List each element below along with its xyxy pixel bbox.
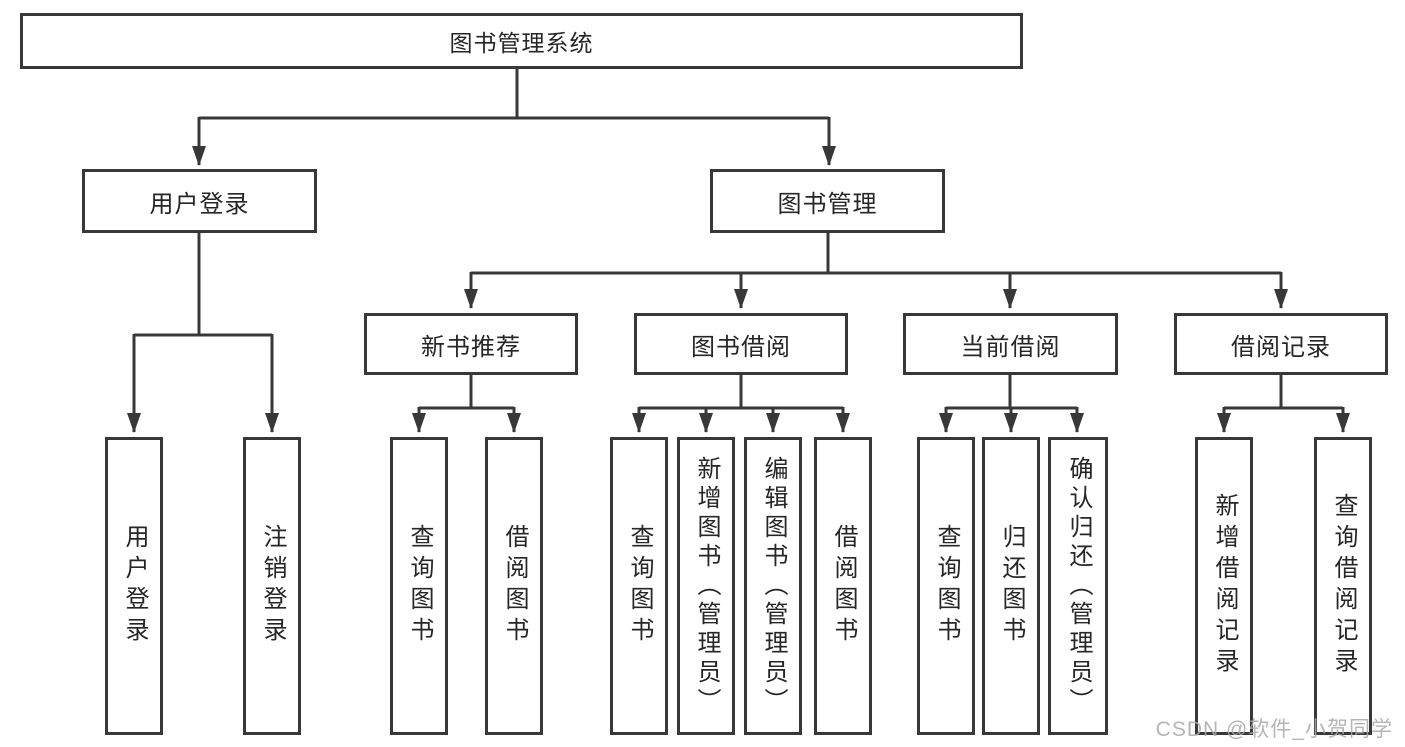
leaf-edit-book-admin-label: 编辑图书（管理员）: [760, 455, 787, 717]
node-current-borrowing: 当前借阅: [903, 313, 1118, 375]
leaf-borrow-books-recommend-label: 借阅图书: [501, 524, 528, 648]
node-user-login: 用户登录: [82, 169, 317, 233]
node-new-book-recommendation: 新书推荐: [364, 313, 578, 375]
leaf-query-books-recommend: 查询图书: [390, 437, 448, 735]
leaf-return-book-label: 归还图书: [998, 524, 1025, 648]
leaf-borrow-books-recommend: 借阅图书: [485, 437, 543, 735]
leaf-add-borrow-record: 新增借阅记录: [1195, 437, 1253, 735]
leaf-borrow-books: 借阅图书: [814, 437, 872, 735]
leaf-add-borrow-record-label: 新增借阅记录: [1211, 493, 1238, 679]
leaf-query-books-borrow-label: 查询图书: [626, 524, 653, 648]
leaf-add-book-admin: 新增图书（管理员）: [677, 437, 735, 735]
leaf-query-books-current: 查询图书: [917, 437, 975, 735]
node-borrowing-records: 借阅记录: [1174, 313, 1388, 375]
leaf-user-login: 用户登录: [105, 437, 163, 735]
leaf-borrow-books-label: 借阅图书: [830, 524, 857, 648]
leaf-confirm-return-admin: 确认归还（管理员）: [1048, 437, 1108, 735]
leaf-add-book-admin-label: 新增图书（管理员）: [693, 455, 720, 717]
leaf-query-books-current-label: 查询图书: [933, 524, 960, 648]
leaf-edit-book-admin: 编辑图书（管理员）: [744, 437, 802, 735]
leaf-query-books-borrow: 查询图书: [610, 437, 668, 735]
node-book-management: 图书管理: [710, 169, 945, 233]
leaf-query-books-recommend-label: 查询图书: [406, 524, 433, 648]
leaf-return-book: 归还图书: [982, 437, 1040, 735]
leaf-confirm-return-admin-label: 确认归还（管理员）: [1065, 455, 1092, 717]
leaf-logout: 注销登录: [243, 437, 301, 735]
leaf-query-borrow-record: 查询借阅记录: [1314, 437, 1372, 735]
node-book-borrowing: 图书借阅: [634, 313, 848, 375]
leaf-logout-label: 注销登录: [259, 524, 286, 648]
node-library-management-system: 图书管理系统: [20, 13, 1023, 69]
leaf-query-borrow-record-label: 查询借阅记录: [1330, 493, 1357, 679]
leaf-user-login-label: 用户登录: [121, 524, 148, 648]
csdn-watermark: CSDN @软件_小贺同学: [1155, 718, 1393, 741]
